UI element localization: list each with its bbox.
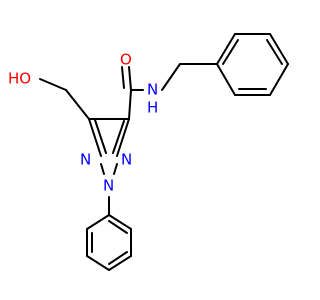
label-ho: HO — [8, 70, 31, 88]
label-triazole-n1: N — [80, 151, 91, 169]
label-triazole-n2: N — [103, 177, 114, 195]
bond-ph2-1-double — [108, 220, 128, 234]
bond-ph-4-double — [266, 39, 283, 65]
bond-ph-5 — [269, 63, 289, 96]
bond-ph2-5 — [86, 255, 110, 271]
bond-n1-n2 — [100, 163, 105, 175]
bond-ph-2-double — [222, 39, 239, 65]
hydroxymethyl-group — [39, 78, 90, 120]
bond-c4-carbonyl — [128, 89, 132, 120]
bond-c4-n3 — [116, 118, 130, 157]
label-carbonyl-o: O — [120, 51, 132, 69]
amide-group — [121, 63, 181, 120]
bond-carbonyl-o-double — [121, 66, 125, 89]
benzyl-phenyl-ring — [179, 33, 289, 96]
bond-ph-4 — [269, 33, 289, 65]
molecule-structure: HO O N H N N N — [8, 33, 289, 271]
label-amide-h: H — [147, 99, 158, 117]
bond-c5-ch2 — [65, 89, 90, 120]
bond-ph2-2 — [86, 214, 110, 230]
bond-ch2-oh — [39, 78, 67, 91]
bond-carbonyl-o — [128, 66, 132, 91]
label-amide-n: N — [147, 81, 158, 99]
bond-ph2-4-double — [108, 251, 128, 265]
bond-ph-2 — [216, 33, 236, 65]
triazole-ring — [88, 118, 130, 175]
bond-ph2-4 — [108, 255, 132, 271]
bond-n-ch2 — [161, 63, 181, 91]
label-triazole-n3: N — [121, 151, 132, 169]
n-phenyl-ring — [86, 196, 132, 271]
bond-n3-n2 — [113, 163, 118, 175]
bond-c4-n3-double — [112, 120, 125, 154]
bond-c5-n1-double — [94, 119, 107, 154]
bond-ph-1 — [216, 63, 236, 96]
bond-c5-n1 — [88, 118, 102, 157]
molecule-canvas: HO O N H N N N — [8, 33, 289, 271]
bond-ph2-1 — [108, 214, 132, 230]
